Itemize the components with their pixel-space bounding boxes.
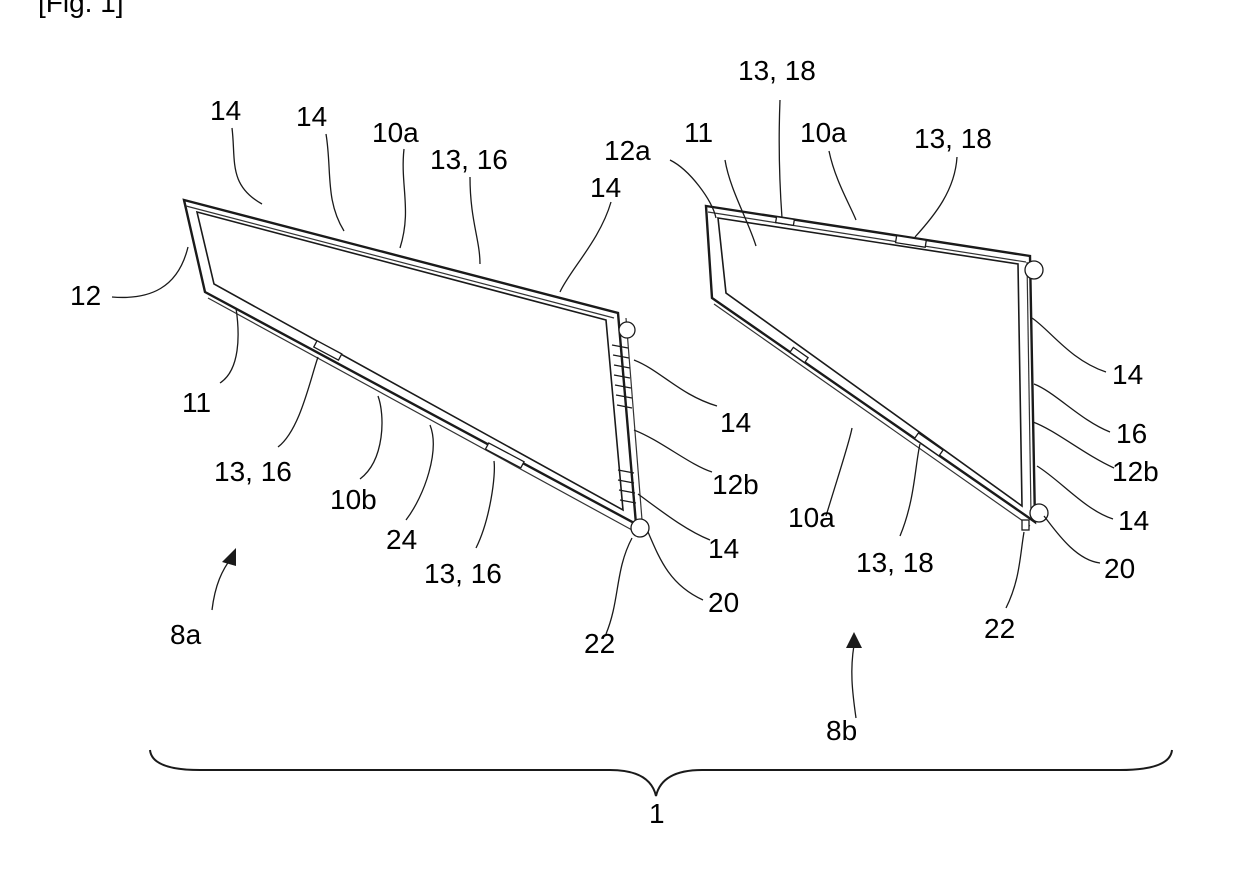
label-8a-12: 12 [70,280,101,311]
label-8b-ref: 8b [826,715,857,746]
label-overall-ref: 1 [649,798,665,829]
label-8a-24: 24 [386,524,417,555]
label-8a-ref: 8a [170,619,202,650]
label-8b-20: 20 [1104,553,1135,584]
hinge-8a-bottom [631,519,649,537]
label-8a-14-a: 14 [210,95,241,126]
label-8a-14-c: 14 [590,172,621,203]
label-8a-13-16-top: 13, 16 [430,144,508,175]
arrow-8b [846,632,862,648]
mount-8b-bottom [1022,520,1029,530]
label-8a-10b: 10b [330,484,377,515]
frame-8a-top-edge [186,206,614,318]
label-8b-14-a: 14 [1112,359,1143,390]
label-8a-14-e: 14 [708,533,739,564]
arrow-8a [222,548,236,566]
label-8b-13-18-right: 13, 18 [914,123,992,154]
frame-8b-inner [718,218,1022,506]
label-8b-14-b: 14 [1118,505,1149,536]
label-8b-12a: 12a [604,135,651,166]
label-8b-12b: 12b [1112,456,1159,487]
hinge-8b-bottom [1030,504,1048,522]
frame-8b-bottom-edge [714,304,1030,526]
hinge-8a-top [619,322,635,338]
frame-8b-top-edge [708,212,1026,262]
label-8a-13-16-bottom: 13, 16 [424,558,502,589]
label-8a-13-16-left: 13, 16 [214,456,292,487]
label-8a-20: 20 [708,587,739,618]
label-8b-13-18-top: 13, 18 [738,55,816,86]
label-8a-10a: 10a [372,117,419,148]
label-8b-11: 11 [684,117,713,148]
figure-caption: [Fig. 1] [38,0,124,18]
label-8b-13-18-bottom: 13, 18 [856,547,934,578]
label-8a-11: 11 [182,387,211,418]
clip-8a-right [485,443,524,468]
label-8b-16: 16 [1116,418,1147,449]
overall-brace [150,750,1172,796]
label-8b-22: 22 [984,613,1015,644]
label-8a-14-d: 14 [720,407,751,438]
label-8a-22: 22 [584,628,615,659]
label-8a-12b: 12b [712,469,759,500]
clip-8b-top-left [776,217,795,226]
label-8b-10a-bottom: 10a [788,502,835,533]
hinge-8b-top [1025,261,1043,279]
label-8b-10a-top: 10a [800,117,847,148]
label-8a-14-b: 14 [296,101,327,132]
